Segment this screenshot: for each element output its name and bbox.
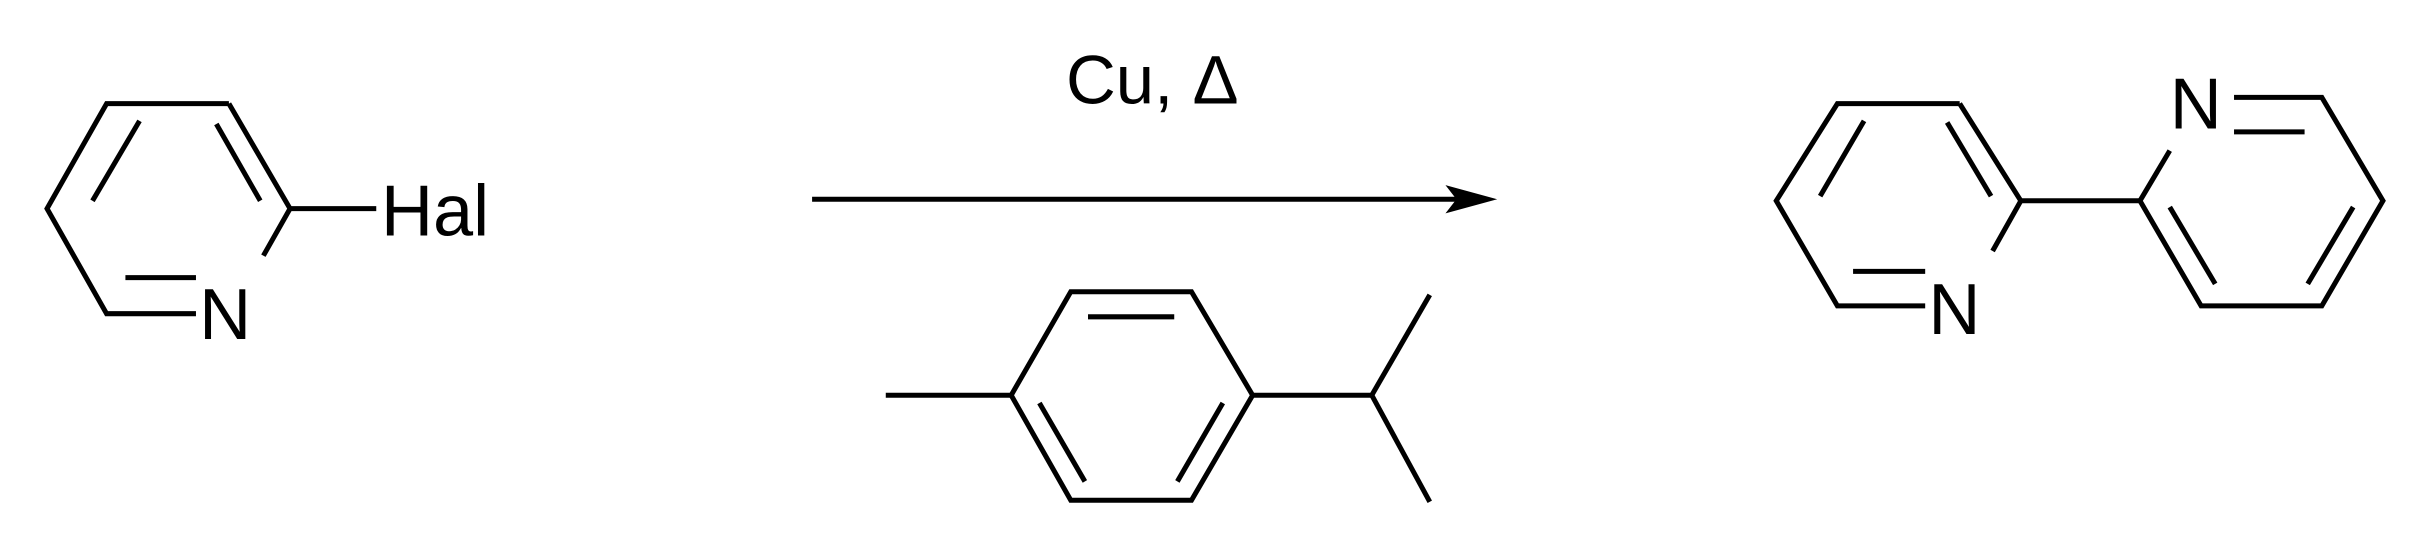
- product-right-ring-bonds: [2137, 94, 2386, 309]
- product-right-double-bond-2: [2305, 205, 2356, 286]
- reactant-halogen-label: Hal: [381, 171, 489, 251]
- cymene-double-bond-2: [1037, 401, 1088, 483]
- reactant-double-bond-1: [90, 119, 142, 203]
- product-right-nitrogen-label: N: [2170, 65, 2222, 145]
- arrow-conditions-above: Cu, Δ: [1066, 42, 1239, 119]
- cymene-double-bond-3: [1175, 401, 1226, 483]
- product-2-2-bipyridine: N N: [1773, 65, 2386, 350]
- cymene-isopropyl-methyl-up: [1369, 293, 1432, 397]
- cymene-ring-bonds: [1008, 289, 1256, 503]
- solvent-p-cymene: [885, 289, 1432, 504]
- product-left-double-bond-1: [1817, 119, 1867, 198]
- reaction-arrow-group: Cu, Δ: [812, 42, 1498, 214]
- reactant-2-halopyridine: N Hal: [44, 101, 489, 355]
- product-left-ring-bonds: [1773, 101, 2024, 309]
- product-left-nitrogen-label: N: [1928, 270, 1980, 350]
- reaction-arrow-head: [1445, 185, 1498, 214]
- product-left-double-bond-2: [1944, 121, 1994, 198]
- reactant-nitrogen-label: N: [199, 275, 251, 355]
- cymene-isopropyl-methyl-down: [1369, 394, 1432, 504]
- reactant-ring-bonds: [44, 101, 293, 317]
- product-right-double-bond-1: [2167, 205, 2218, 286]
- reactant-double-bond-2: [214, 122, 263, 203]
